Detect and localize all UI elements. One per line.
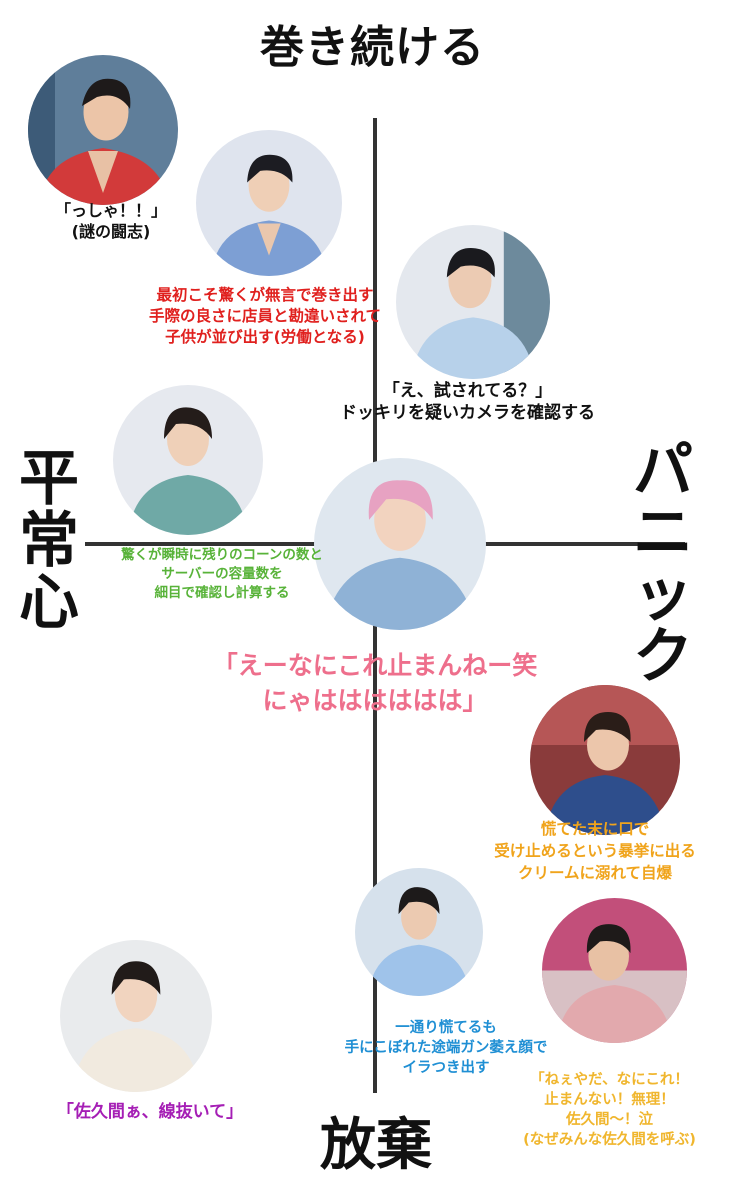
axis-label-bottom: 放棄: [320, 1113, 432, 1178]
caption-9: 「佐久間ぁ、線抜いて」: [56, 1102, 244, 1122]
axis-label-top: 巻き続ける: [260, 22, 485, 73]
caption-5: 「えーなにこれ止まんねー笑にゃはははははは」: [212, 651, 538, 715]
caption-1: 「っしゃ！！」(謎の闘志): [54, 201, 167, 241]
caption-7: 一通り慌てるも手にこぼれた途端ガン萎え顔でイラつき出す: [344, 1020, 548, 1076]
caption-4: 驚くが瞬時に残りのコーンの数とサーバーの容量数を細目で確認し計算する: [121, 547, 323, 601]
caption-8: 「ねぇやだ、なにこれ！止まんない！無理！佐久間〜！泣(なぜみんな佐久間を呼ぶ): [523, 1072, 696, 1148]
portrait-photo-1: [28, 55, 178, 205]
portrait-photo-5: [314, 458, 486, 630]
portrait-photo-2: [196, 130, 342, 276]
portrait-photo-3: [396, 225, 550, 379]
portrait-photo-7: [355, 868, 483, 996]
portrait-photo-4: [113, 385, 263, 535]
caption-3: 「え、試されてる？」ドッキリを疑いカメラを確認する: [340, 381, 595, 423]
portrait-photo-6: [530, 685, 680, 835]
axis-label-left: 平常心: [19, 444, 79, 638]
axis-label-right: パニック: [633, 436, 693, 692]
portrait-photo-8: [542, 898, 687, 1043]
caption-6: 慌てた末に口で受け止めるという暴挙に出るクリームに溺れて自爆: [494, 820, 696, 882]
portrait-photo-9: [60, 940, 212, 1092]
caption-2: 最初こそ驚くが無言で巻き出す手際の良さに店員と勘違いされて子供が並び出す(労働と…: [148, 286, 382, 346]
